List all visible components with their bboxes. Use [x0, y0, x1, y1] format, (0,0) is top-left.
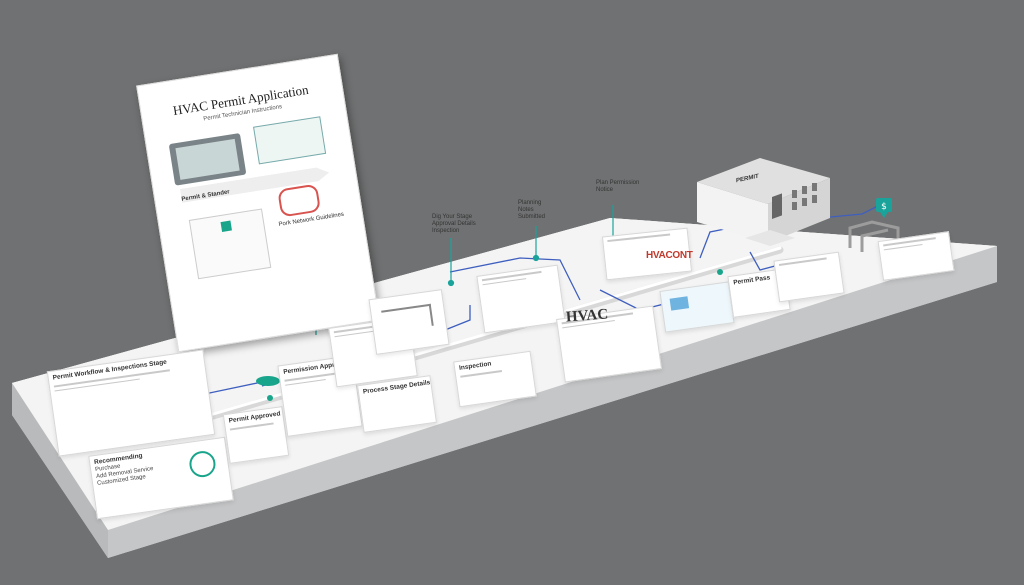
- card-text-line: [778, 257, 827, 266]
- permit-building: [697, 158, 830, 246]
- poster-pipe-icon: [277, 183, 322, 218]
- poster-step-icon: [220, 220, 232, 232]
- card-stage-g: [476, 264, 566, 334]
- callout-planning: Planning Notes Submitted: [518, 200, 546, 220]
- poster-step-box: [188, 208, 272, 280]
- poster-device-illustration: [168, 132, 247, 186]
- card-stage-a: Permit Approved: [222, 406, 290, 464]
- card-stage-e: Process Stage Details: [357, 375, 437, 433]
- card-stage-d: [368, 289, 450, 355]
- location-pin-icon: $: [876, 198, 892, 218]
- pipe-diagram-icon: [381, 303, 434, 333]
- hvac-heading: HVAC: [565, 306, 609, 326]
- svg-text:$: $: [881, 202, 887, 212]
- monitor-icon: [669, 296, 690, 311]
- main-pipe: [134, 246, 784, 442]
- permit-application-poster: HVAC Permit Application Permit Technicia…: [136, 53, 380, 353]
- hvac-brand-logo: HVACONT: [646, 250, 693, 261]
- callout-permission: Plan Permission Notice: [596, 180, 640, 193]
- card-text-line: [607, 233, 671, 242]
- pipe-fixture: [848, 220, 900, 252]
- poster-floorplan-illustration: [253, 116, 327, 165]
- callout-inspection: Dig Your Stage Approval Details Inspecti…: [432, 214, 476, 234]
